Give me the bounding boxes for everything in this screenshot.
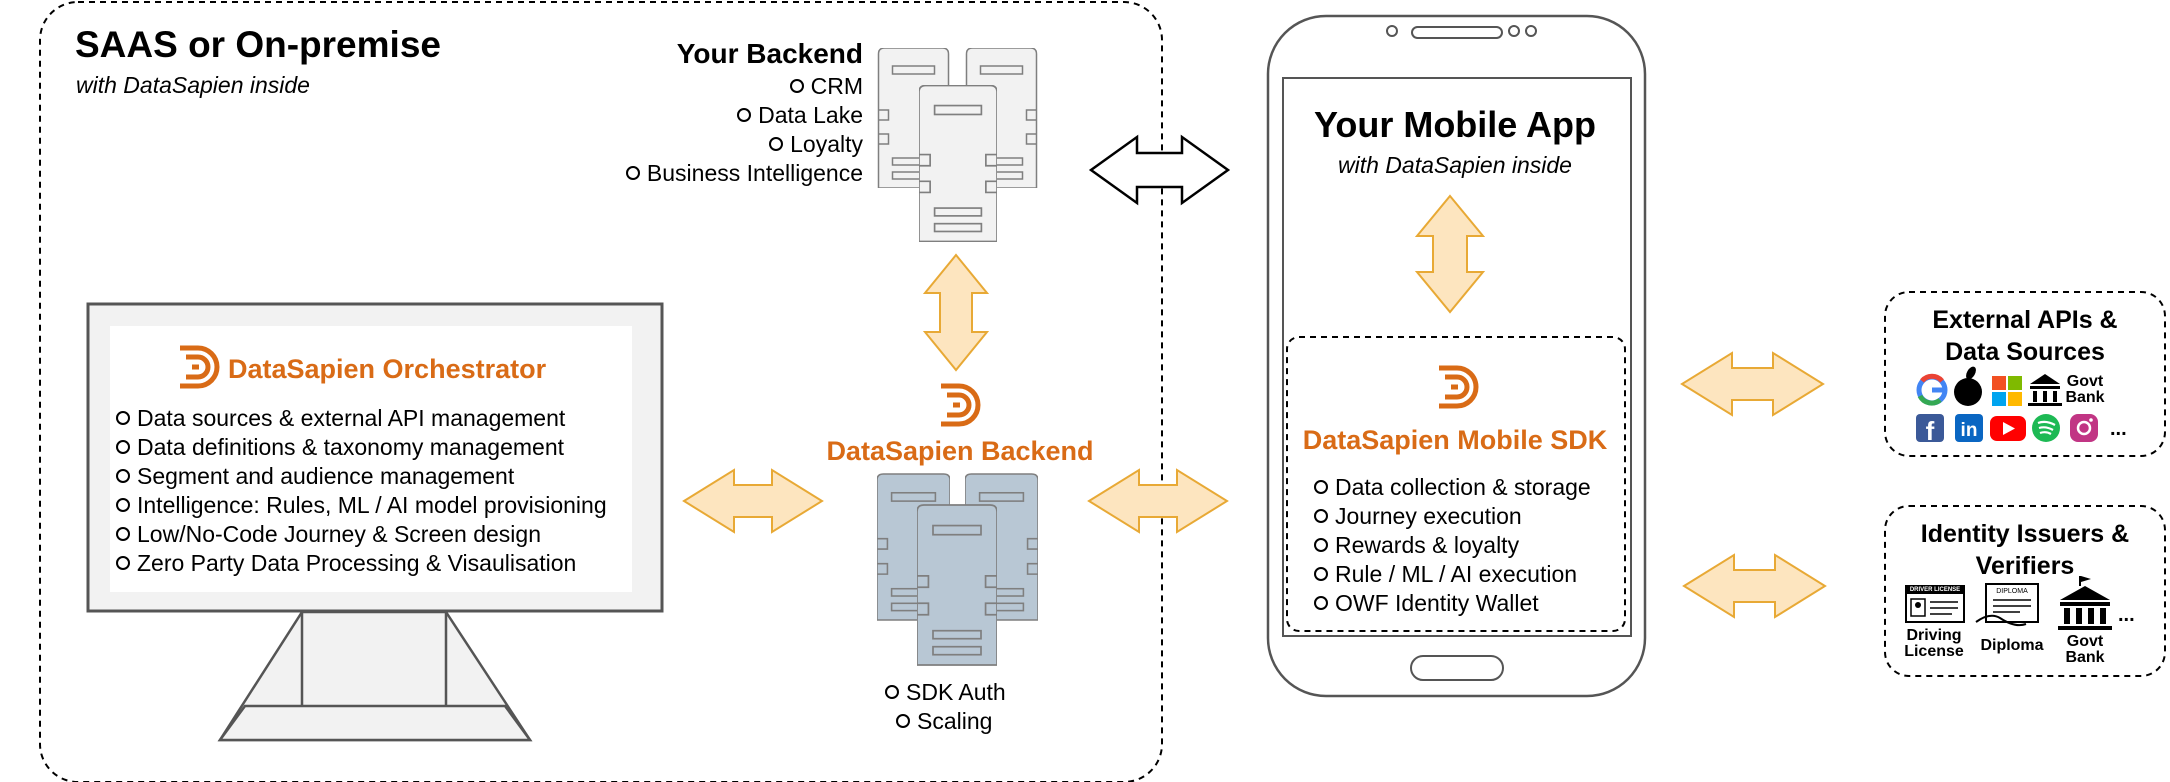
bullet-icon	[1314, 538, 1328, 552]
datasapien-backend-item: Scaling	[885, 707, 1006, 736]
bullet-icon	[116, 411, 130, 425]
arrow-backend-app	[1088, 134, 1231, 206]
microsoft-logo	[1992, 376, 2022, 406]
bullet-icon	[896, 714, 910, 728]
datasapien-backend-title: DataSapien Backend	[826, 436, 1094, 466]
bullet-icon	[1314, 509, 1328, 523]
your-backend-title: Your Backend	[676, 38, 863, 69]
diploma-card-text: DIPLOMA	[1996, 588, 2028, 595]
external-govt-bank-label: Govt Bank	[2065, 373, 2105, 406]
mobile-sdk-title: DataSapien Mobile SDK	[1302, 425, 1608, 455]
orchestrator-item: Data sources & external API management	[116, 404, 607, 433]
identity-title: Identity Issuers & Verifiers	[1920, 520, 2130, 580]
diploma-label: Diploma	[1980, 637, 2044, 654]
orchestrator-title: DataSapien Orchestrator	[228, 354, 547, 384]
spotify-logo	[2032, 414, 2060, 442]
datasapien-backend-list: SDK Auth Scaling	[885, 678, 1006, 736]
phone	[1266, 14, 1647, 698]
orchestrator-list: Data sources & external API management D…	[116, 404, 607, 578]
bank-icon	[2028, 374, 2062, 406]
datasapien-backend-servers	[877, 473, 1038, 666]
svg-text:f: f	[1926, 416, 1935, 446]
bullet-icon	[885, 685, 899, 699]
mobile-sdk-item: Data collection & storage	[1314, 473, 1591, 502]
driving-license-icon	[1905, 585, 1965, 623]
arrow-app-sdk	[1414, 194, 1486, 314]
external-ellipsis: ...	[2110, 418, 2127, 440]
facebook-logo: f	[1916, 414, 1944, 446]
orchestrator-item: Data definitions & taxonomy management	[116, 433, 607, 462]
your-backend-item: Loyalty	[500, 130, 863, 159]
your-backend-item: CRM	[500, 72, 863, 101]
bullet-icon	[116, 556, 130, 570]
external-apis-container	[1884, 291, 2166, 457]
arrow-backend-sdk	[1087, 468, 1229, 534]
arrow-backend-vertical	[922, 253, 990, 372]
bullet-icon	[1314, 567, 1328, 581]
orchestrator-item: Zero Party Data Processing & Visaulisati…	[116, 549, 607, 578]
datasapien-backend-logo	[941, 386, 978, 424]
identity-ellipsis: ...	[2118, 604, 2135, 626]
bullet-icon	[769, 137, 784, 151]
arrow-orchestrator-backend	[682, 468, 824, 534]
external-apis-title: External APIs & Data Sources	[1932, 306, 2118, 366]
bullet-icon	[1314, 596, 1328, 610]
bullet-icon	[789, 79, 804, 93]
mobile-app-title: Your Mobile App	[1314, 104, 1596, 145]
saas-title: SAAS or On-premise	[75, 24, 441, 65]
google-logo	[1916, 373, 1948, 406]
bullet-icon	[737, 108, 752, 122]
bullet-icon	[116, 498, 130, 512]
mobile-sdk-item: OWF Identity Wallet	[1314, 589, 1591, 618]
youtube-logo	[1990, 416, 2026, 441]
orchestrator-item: Segment and audience management	[116, 462, 607, 491]
your-backend-list: CRM Data Lake Loyalty Business Intellige…	[500, 72, 863, 188]
mobile-sdk-list: Data collection & storage Journey execut…	[1314, 473, 1591, 618]
your-backend-item: Business Intelligence	[500, 159, 863, 188]
orchestrator-item: Intelligence: Rules, ML / AI model provi…	[116, 491, 607, 520]
saas-container	[39, 1, 1163, 782]
monitor	[86, 302, 664, 742]
saas-subtitle: with DataSapien inside	[76, 72, 310, 98]
arrow-sdk-external	[1680, 351, 1825, 417]
linkedin-logo: in	[1955, 414, 1983, 442]
your-backend-item: Data Lake	[500, 101, 863, 130]
mobile-sdk-item: Rewards & loyalty	[1314, 531, 1591, 560]
apple-logo	[1954, 366, 1982, 406]
bullet-icon	[1314, 480, 1328, 494]
govt-bank-icon	[2058, 576, 2112, 630]
svg-text:in: in	[1961, 420, 1978, 441]
mobile-sdk-item: Journey execution	[1314, 502, 1591, 531]
mobile-sdk-item: Rule / ML / AI execution	[1314, 560, 1591, 589]
driving-license-label: Driving License	[1904, 627, 1964, 660]
arrow-sdk-identity	[1682, 553, 1827, 619]
orchestrator-item: Low/No-Code Journey & Screen design	[116, 520, 607, 549]
sdk-container	[1286, 336, 1626, 632]
your-backend-servers	[877, 48, 1038, 242]
bullet-icon	[625, 166, 640, 180]
bullet-icon	[116, 440, 130, 454]
identity-container	[1884, 505, 2166, 677]
license-card-text: DRIVER LICENSE	[1909, 587, 1961, 593]
bullet-icon	[116, 469, 130, 483]
diploma-icon	[1975, 583, 2039, 627]
mobile-app-subtitle: with DataSapien inside	[1338, 152, 1572, 178]
datasapien-backend-item: SDK Auth	[885, 678, 1006, 707]
govt-bank-label: Govt Bank	[2065, 633, 2105, 666]
instagram-logo	[2070, 414, 2098, 442]
bullet-icon	[116, 527, 130, 541]
